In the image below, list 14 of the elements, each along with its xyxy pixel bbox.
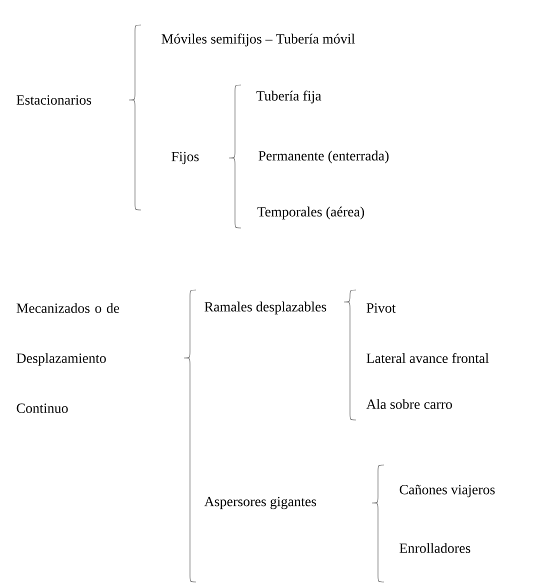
category-label: Mecanizados o de Desplazamiento Continuo xyxy=(16,303,120,413)
category-label: Estacionarios xyxy=(16,95,92,105)
category-label: Lateral avance frontal xyxy=(366,353,489,363)
category-label: Móviles semifijos – Tubería móvil xyxy=(162,34,355,46)
category-label: Fijos xyxy=(172,152,199,164)
category-label: Tubería fija xyxy=(256,90,322,104)
category-label: Ala sobre carro xyxy=(366,399,452,409)
category-label: Temporales (aérea) xyxy=(257,206,364,220)
category-label: Pivot xyxy=(366,303,396,313)
category-label: Permanente (enterrada) xyxy=(258,150,389,164)
category-label: Cañones viajeros xyxy=(400,484,495,498)
category-label: Ramales desplazables xyxy=(204,302,326,314)
category-label: Enrolladores xyxy=(400,543,470,553)
category-label: Aspersores gigantes xyxy=(204,496,316,510)
